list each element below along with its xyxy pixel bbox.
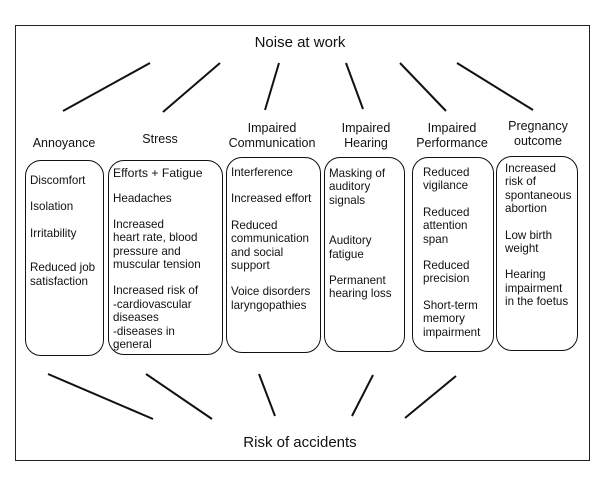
- category-label-hearing: Impaired Hearing: [341, 121, 391, 150]
- effects-box-pregnancy: Increased risk of spontaneous abortion L…: [496, 156, 578, 351]
- effect-item: Increased effort: [231, 192, 312, 206]
- effects-box-communication: Interference Increased effort Reduced co…: [226, 157, 321, 353]
- effects-box-stress: Efforts + Fatigue Headaches Increased he…: [108, 160, 223, 355]
- category-label-communication: Impaired Communication: [228, 121, 316, 150]
- effect-item: Discomfort: [30, 174, 86, 187]
- effect-item: Voice disorders laryngopathies: [231, 285, 311, 312]
- connector-annoyance-accidents: [47, 373, 154, 420]
- connector-top-stress: [162, 62, 221, 113]
- effect-item: Interference: [231, 166, 293, 179]
- connector-communication-accidents: [258, 373, 276, 417]
- category-label-stress: Stress: [142, 132, 178, 146]
- effect-item: Efforts + Fatigue: [113, 166, 203, 180]
- connector-top-communication: [264, 62, 280, 111]
- diagram-frame: [15, 25, 590, 461]
- effect-item: Increased risk of spontaneous abortion: [505, 162, 572, 216]
- bottom-node-risk-of-accidents: Risk of accidents: [243, 434, 357, 451]
- effect-item: Reduced attention span: [423, 205, 470, 246]
- effect-item: Short-term memory impairment: [423, 298, 481, 339]
- connector-performance-accidents: [404, 375, 457, 419]
- category-label-pregnancy: Pregnancy outcome: [508, 119, 568, 148]
- effects-box-hearing: Masking of auditory signals Auditory fat…: [324, 157, 405, 352]
- effects-box-annoyance: Discomfort Isolation Irritability Reduce…: [25, 160, 104, 356]
- category-label-performance: Impaired Performance: [416, 121, 488, 150]
- effects-box-performance: Reduced vigilance Reduced attention span…: [412, 157, 494, 352]
- connector-top-pregnancy: [456, 62, 534, 111]
- effect-item: Reduced precision: [423, 259, 470, 286]
- effect-item: Auditory fatigue: [329, 234, 372, 261]
- effect-item: Increased heart rate, blood pressure and…: [113, 217, 201, 272]
- effect-item: Reduced communication and social support: [231, 218, 309, 273]
- effect-item: Low birth weight: [505, 228, 553, 256]
- connector-top-performance: [399, 62, 447, 112]
- effect-item: Masking of auditory signals: [329, 167, 386, 207]
- effect-item: Hearing impairment in the foetus: [505, 268, 569, 309]
- connector-top-hearing: [345, 62, 364, 110]
- connector-stress-accidents: [145, 373, 213, 420]
- top-node-noise-at-work: Noise at work: [254, 34, 346, 51]
- connector-top-annoyance: [62, 62, 151, 112]
- effect-item: Reduced vigilance: [423, 166, 470, 193]
- effect-item: Isolation: [30, 200, 74, 214]
- effect-item: Headaches: [113, 192, 172, 206]
- effect-item: Permanent hearing loss: [329, 274, 392, 301]
- effect-item: Irritability: [30, 226, 77, 240]
- category-label-annoyance: Annoyance: [32, 136, 96, 150]
- effect-item: Reduced job satisfaction: [30, 261, 96, 288]
- connector-hearing-accidents: [351, 374, 374, 417]
- effect-item: Increased risk of -cardiovascular diseas…: [113, 284, 199, 352]
